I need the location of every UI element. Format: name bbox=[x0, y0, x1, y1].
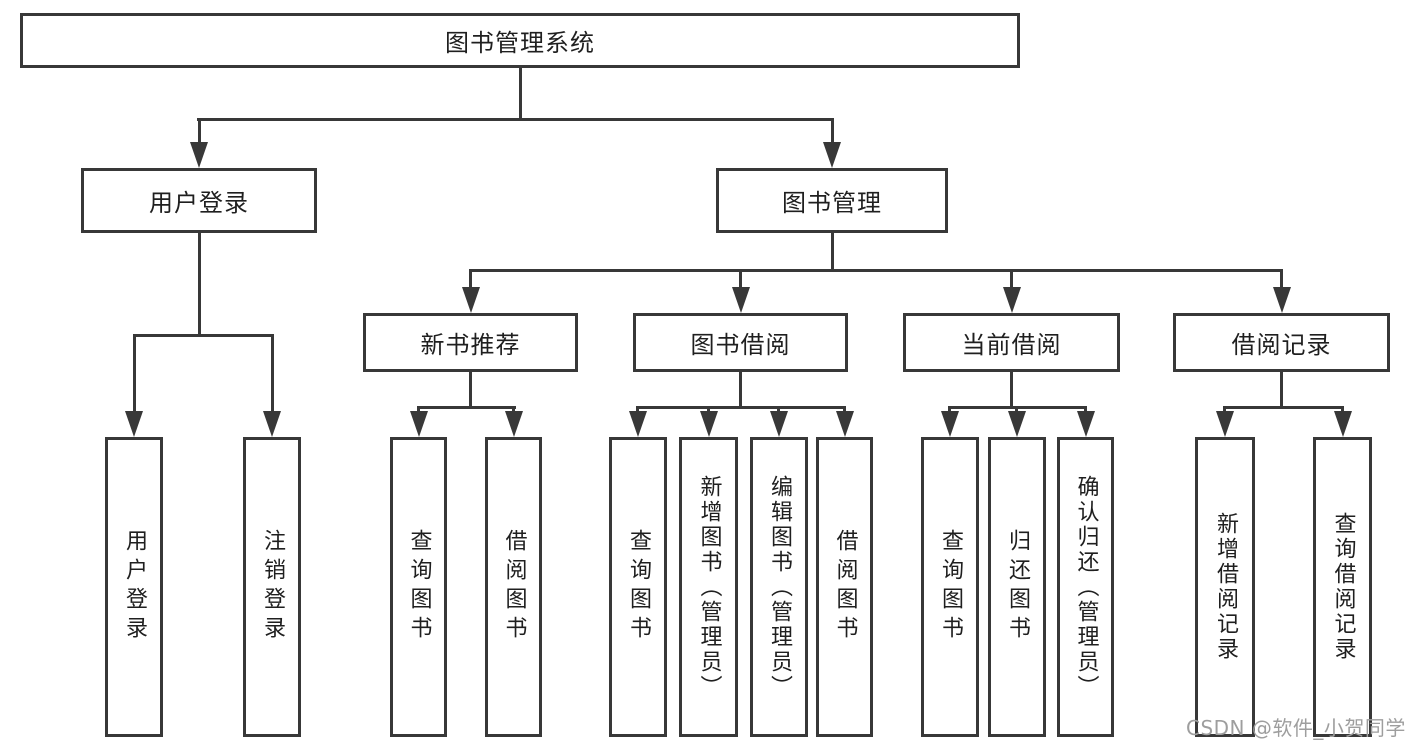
leaf-cb-query-book: 查询图书 bbox=[921, 437, 979, 737]
connector-bb-stem bbox=[739, 372, 742, 409]
connector-cb-stem bbox=[1010, 372, 1013, 409]
arrowhead-to-br-query bbox=[1334, 411, 1352, 437]
leaf-bb-add-book-admin: 新增图书（管理员） bbox=[679, 437, 738, 737]
connector-root-right-drop bbox=[831, 118, 834, 144]
connector-root-left-drop bbox=[198, 118, 201, 144]
connector-cb-drop-1 bbox=[948, 406, 951, 414]
leaf-bb-edit-book-admin: 编辑图书（管理员） bbox=[750, 437, 808, 737]
connector-user-login-stem bbox=[198, 233, 201, 337]
node-current-borrowing: 当前借阅 bbox=[903, 313, 1120, 372]
connector-br-drop-1 bbox=[1223, 406, 1226, 414]
connector-nbr-stem bbox=[469, 372, 472, 409]
connector-drop-borrow-record bbox=[1280, 269, 1283, 291]
connector-bb-drop-2 bbox=[707, 406, 710, 414]
connector-bb-drop-3 bbox=[777, 406, 780, 414]
connector-root-stem bbox=[519, 68, 522, 120]
leaf-br-query-record: 查询借阅记录 bbox=[1313, 437, 1372, 737]
leaf-bb-query-book: 查询图书 bbox=[609, 437, 667, 737]
arrowhead-to-book-borrow bbox=[732, 287, 750, 313]
arrowhead-to-cb-confirm bbox=[1077, 411, 1095, 437]
connector-nbr-drop-1 bbox=[417, 406, 420, 414]
arrowhead-to-leaf-logout bbox=[263, 411, 281, 437]
node-borrowing-records: 借阅记录 bbox=[1173, 313, 1390, 372]
connector-drop-current-borrow bbox=[1010, 269, 1013, 291]
leaf-bb-borrow-book: 借阅图书 bbox=[816, 437, 873, 737]
leaf-cb-return-book: 归还图书 bbox=[988, 437, 1046, 737]
connector-book-mgmt-hline bbox=[469, 269, 1283, 272]
arrowhead-to-user-login bbox=[190, 142, 208, 168]
leaf-cb-confirm-return-admin: 确认归还（管理员） bbox=[1057, 437, 1114, 737]
connector-user-login-drop-2 bbox=[271, 334, 274, 413]
csdn-watermark: CSDN @软件_小贺同学 bbox=[1186, 716, 1405, 740]
connector-root-hline bbox=[197, 118, 834, 121]
leaf-nbr-borrow-book: 借阅图书 bbox=[485, 437, 542, 737]
connector-cb-drop-2 bbox=[1015, 406, 1018, 414]
connector-bb-drop-4 bbox=[843, 406, 846, 414]
arrowhead-to-bb-borrow bbox=[836, 411, 854, 437]
arrowhead-to-nbr-borrow bbox=[505, 411, 523, 437]
arrowhead-to-bb-add bbox=[700, 411, 718, 437]
connector-nbr-drop-2 bbox=[512, 406, 515, 414]
leaf-user-login: 用户登录 bbox=[105, 437, 163, 737]
arrowhead-to-bb-edit bbox=[770, 411, 788, 437]
leaf-nbr-query-book: 查询图书 bbox=[390, 437, 447, 737]
connector-drop-book-borrow bbox=[739, 269, 742, 291]
connector-drop-new-book-rec bbox=[469, 269, 472, 291]
connector-nbr-hline bbox=[417, 406, 516, 409]
arrowhead-to-new-book-rec bbox=[462, 287, 480, 313]
arrowhead-to-cb-return bbox=[1008, 411, 1026, 437]
node-library-management-system: 图书管理系统 bbox=[20, 13, 1020, 68]
arrowhead-to-bb-query bbox=[629, 411, 647, 437]
arrowhead-to-nbr-query bbox=[410, 411, 428, 437]
connector-user-login-drop-1 bbox=[133, 334, 136, 413]
arrowhead-to-leaf-user-login bbox=[125, 411, 143, 437]
connector-user-login-hline bbox=[133, 334, 274, 337]
node-new-book-recommendation: 新书推荐 bbox=[363, 313, 578, 372]
connector-br-hline bbox=[1223, 406, 1344, 409]
connector-br-stem bbox=[1280, 372, 1283, 409]
connector-book-mgmt-stem bbox=[831, 233, 834, 272]
arrowhead-to-book-mgmt bbox=[823, 142, 841, 168]
connector-cb-drop-3 bbox=[1084, 406, 1087, 414]
connector-bb-hline bbox=[636, 406, 846, 409]
connector-bb-drop-1 bbox=[636, 406, 639, 414]
node-book-management: 图书管理 bbox=[716, 168, 948, 233]
arrowhead-to-borrow-record bbox=[1273, 287, 1291, 313]
arrowhead-to-current-borrow bbox=[1003, 287, 1021, 313]
connector-br-drop-2 bbox=[1341, 406, 1344, 414]
node-user-login: 用户登录 bbox=[81, 168, 317, 233]
arrowhead-to-cb-query bbox=[941, 411, 959, 437]
leaf-br-add-record: 新增借阅记录 bbox=[1195, 437, 1255, 737]
arrowhead-to-br-add bbox=[1216, 411, 1234, 437]
leaf-logout-login: 注销登录 bbox=[243, 437, 301, 737]
node-book-borrowing: 图书借阅 bbox=[633, 313, 848, 372]
